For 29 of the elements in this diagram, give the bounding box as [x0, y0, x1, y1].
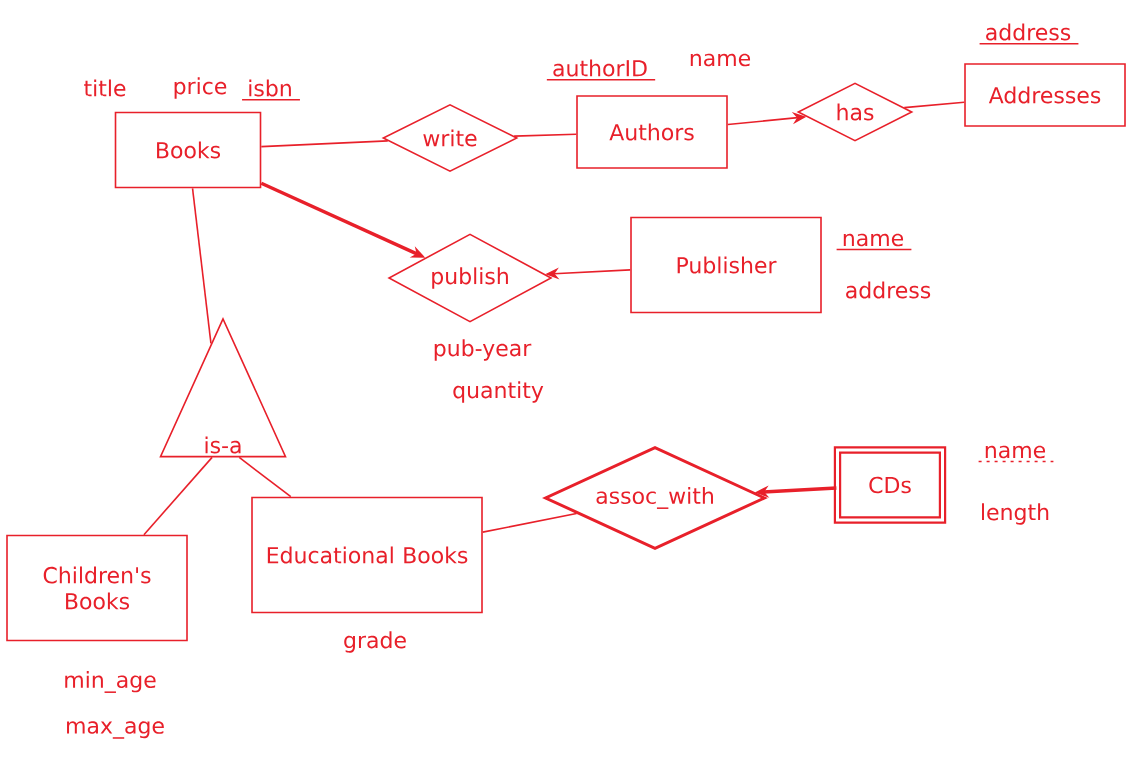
- attribute-label: price: [174, 77, 227, 99]
- attribute-label: pub-year: [434, 339, 532, 361]
- attribute-label: name: [843, 233, 904, 247]
- entity-box: Educational Books: [251, 496, 483, 614]
- connector: [238, 456, 292, 498]
- attribute-label: max_age: [67, 721, 164, 739]
- attribute-label: quantity: [453, 381, 544, 403]
- attribute-label: min_age: [65, 671, 156, 693]
- attribute-label: address: [846, 281, 931, 299]
- connector: [903, 101, 965, 109]
- attribute-label: grade: [344, 631, 406, 653]
- connector: [260, 140, 389, 148]
- attribute-label: isbn: [249, 79, 291, 97]
- entity-box: Publisher: [630, 216, 822, 314]
- entity-box: Addresses: [964, 63, 1126, 127]
- entity-box: Authors: [576, 95, 728, 169]
- attribute-label: length: [982, 503, 1049, 525]
- connector: [143, 456, 213, 536]
- attribute-label: name: [690, 53, 751, 67]
- entity-box: CDs: [833, 446, 947, 524]
- attribute-label: name: [985, 445, 1046, 459]
- attribute-label: authorID: [553, 59, 647, 77]
- entity-box: Books: [114, 111, 262, 189]
- connector: [513, 133, 577, 137]
- connector: [191, 187, 212, 345]
- attribute-label: title: [84, 79, 126, 97]
- connector: [482, 512, 578, 533]
- entity-box: Children's Books: [6, 534, 188, 642]
- attribute-label: address: [986, 23, 1071, 41]
